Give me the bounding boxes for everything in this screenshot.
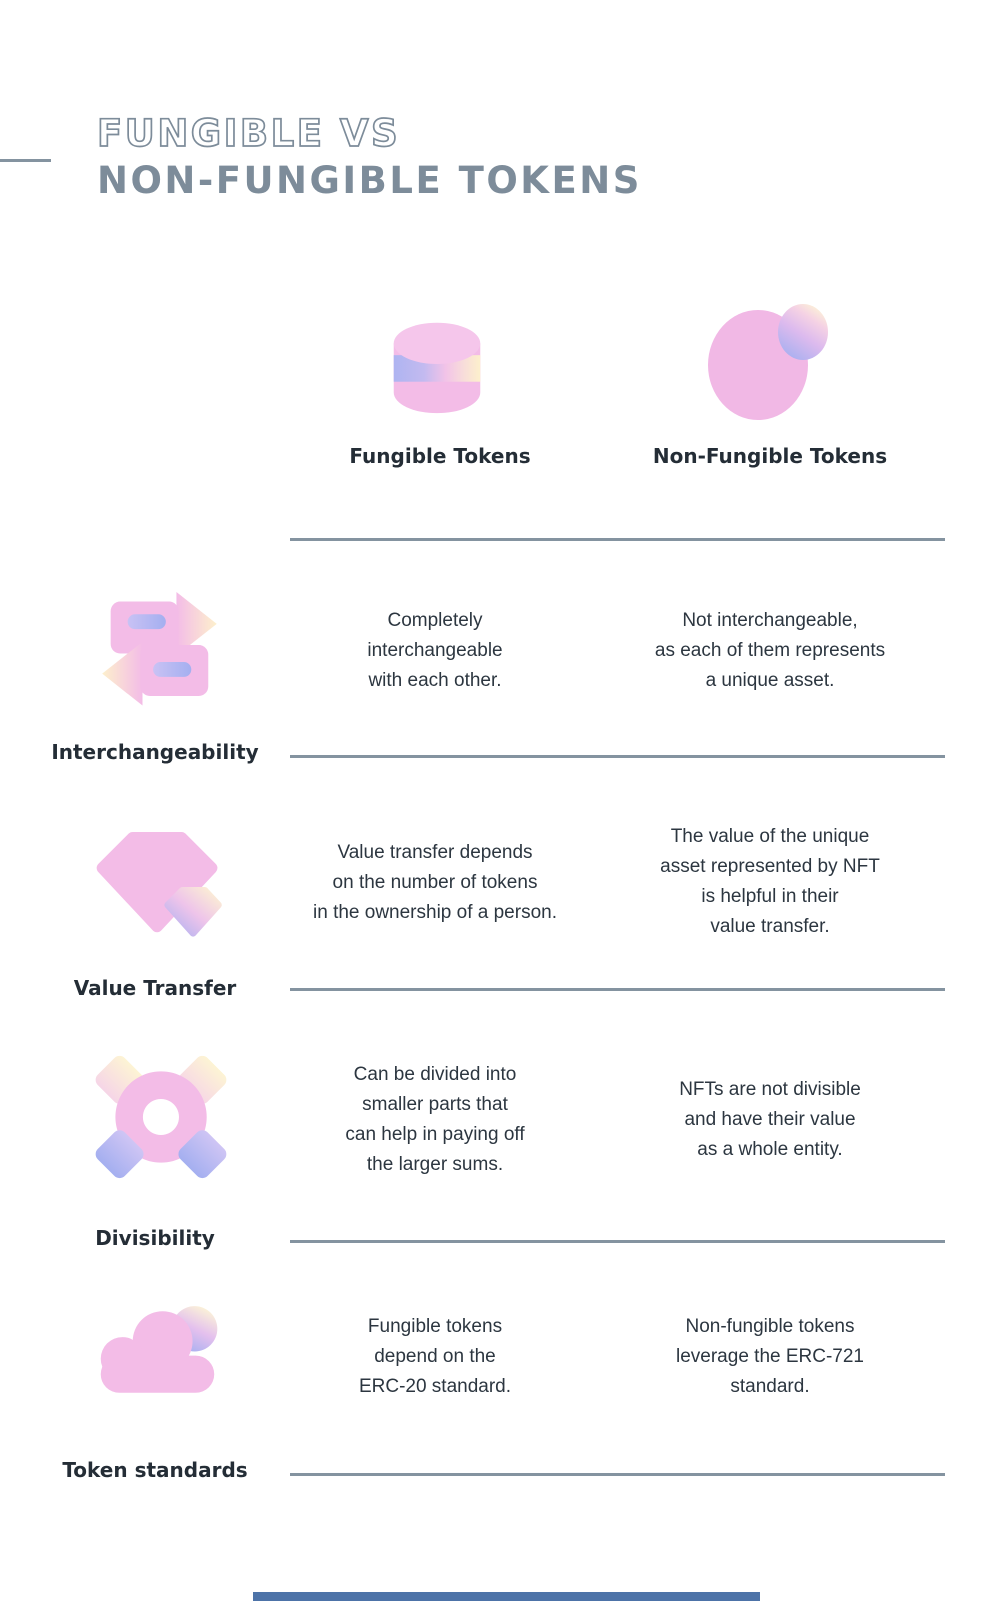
cloud-icon xyxy=(100,1306,218,1393)
row-divider xyxy=(290,755,945,758)
cell-interchangeability-fungible: Completely interchangeable with each oth… xyxy=(367,610,503,691)
page-title: FUNGIBLE VS NON-FUNGIBLE TOKENS xyxy=(96,110,642,204)
row-divider xyxy=(290,988,945,991)
row-divider xyxy=(290,1240,945,1243)
nft-circles-icon xyxy=(708,304,828,420)
donut-icon xyxy=(95,1055,227,1179)
row-label-divisibility: Divisibility xyxy=(95,1226,215,1250)
cell-token-standards-non-fungible: Non-fungible tokens leverage the ERC-721… xyxy=(676,1316,864,1397)
title-left-rule xyxy=(0,159,51,162)
row-label-value-transfer: Value Transfer xyxy=(73,976,237,1000)
title-line-1: FUNGIBLE VS xyxy=(96,111,401,156)
column-header-fungible: Fungible Tokens xyxy=(349,444,531,468)
title-line-2: NON-FUNGIBLE TOKENS xyxy=(97,159,642,202)
header-divider xyxy=(290,538,945,541)
cell-divisibility-non-fungible: NFTs are not divisible and have their va… xyxy=(679,1079,861,1160)
cell-value-transfer-fungible: Value transfer depends on the number of … xyxy=(313,842,557,923)
row-label-token-standards: Token standards xyxy=(62,1458,248,1482)
bottom-accent-bar xyxy=(253,1592,760,1601)
swap-arrows-icon xyxy=(102,592,217,706)
cell-divisibility-fungible: Can be divided into smaller parts that c… xyxy=(345,1064,525,1175)
cell-token-standards-fungible: Fungible tokens depend on the ERC-20 sta… xyxy=(358,1316,512,1397)
row-label-interchangeability: Interchangeability xyxy=(51,740,259,764)
row-divider xyxy=(290,1473,945,1476)
cell-interchangeability-non-fungible: Not interchangeable, as each of them rep… xyxy=(654,610,886,691)
coin-cylinder-icon xyxy=(393,322,481,414)
column-header-non-fungible: Non-Fungible Tokens xyxy=(652,444,888,468)
gem-icon xyxy=(96,831,222,937)
cell-value-transfer-non-fungible: The value of the unique asset represente… xyxy=(660,826,880,937)
